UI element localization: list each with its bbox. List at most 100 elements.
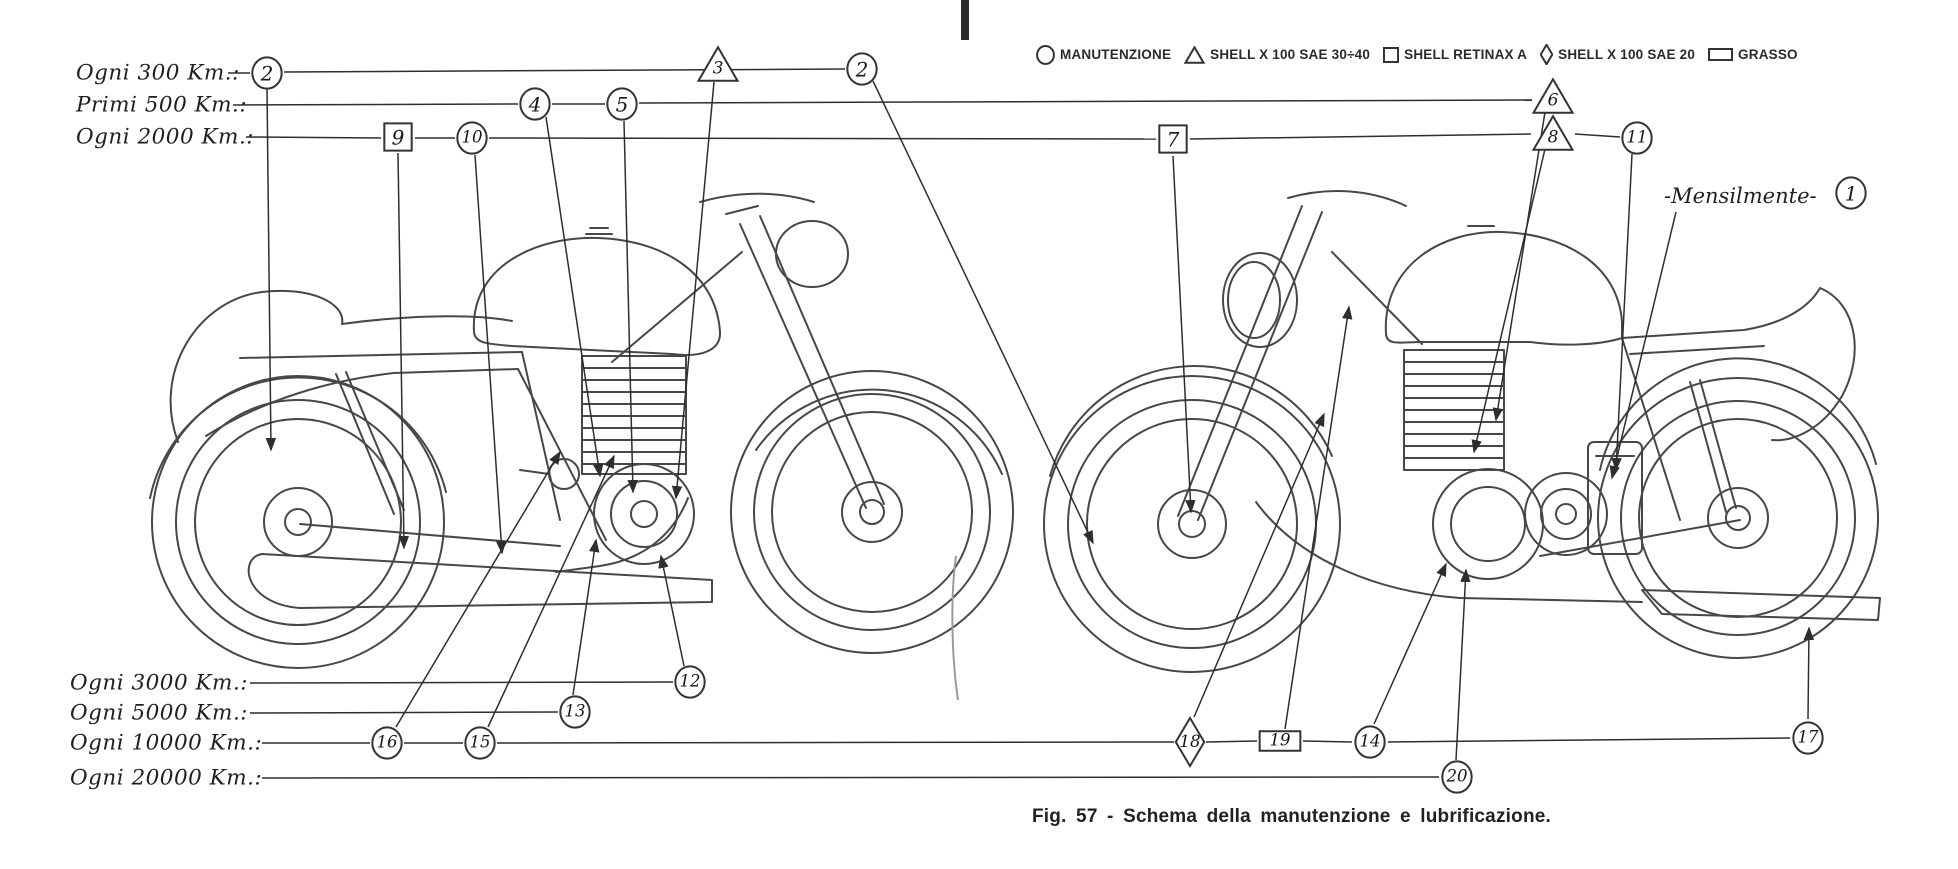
legend-item-1: MANUTENZIONE [1036,45,1171,65]
marker-17: 17 [1792,721,1825,756]
callout-line [572,538,600,696]
marker-12: 12 [674,665,707,700]
callout-line [1803,626,1815,720]
marker-number: 9 [391,125,405,149]
circle-symbol-icon [1835,176,1868,211]
legend-label: MANUTENZIONE [1060,47,1172,62]
callout-line [671,81,715,500]
interval-label-ogni-10000: Ogni 10000 Km.: [70,730,263,756]
circle-symbol-icon [464,726,497,761]
marker-number: 16 [376,732,398,752]
marker-7: 7 [1158,124,1189,155]
right-motorcycle-drawing [1043,190,1881,673]
marker-2a: 2 [251,56,284,91]
diamond-symbol-icon [1174,716,1206,768]
marker-number: 17 [1797,727,1819,747]
engine [1403,349,1608,580]
callout-line [1172,155,1196,514]
marker-15: 15 [464,726,497,761]
callout-line [1189,133,1532,140]
interval-label-ogni-20000: Ogni 20000 Km.: [70,765,263,791]
callout-line [487,454,615,728]
marker-8: 8 [1531,114,1576,153]
monthly-label: -Mensilmente- [1664,184,1817,208]
callout-line [265,88,277,452]
callout-line [1193,412,1325,718]
interval-label-ogni-3000: Ogni 3000 Km.: [70,670,249,696]
exhaust [1255,501,1881,621]
marker-number: 6 [1547,90,1559,111]
fuel-tank [1384,225,1623,346]
callout-line [488,137,1157,140]
left-motorcycle-drawing [149,192,1014,669]
front-forks [1177,190,1407,521]
marker-9: 9 [383,122,414,153]
triangle-symbol-icon [1531,77,1576,116]
legend-item-5: GRASSO [1708,47,1798,62]
callout-line [1574,133,1621,138]
callout-line [872,80,1094,545]
fuel-tank [472,227,722,356]
marker-number: 4 [528,92,542,116]
callout-line [395,450,561,728]
callout-line [623,120,638,494]
diamond-symbol-icon [1540,44,1553,65]
callout-line [1284,305,1353,730]
triangle-symbol-icon [696,45,741,84]
callout-line [1373,562,1447,725]
circle-symbol-icon [1792,721,1825,756]
front-wheel [1043,375,1341,673]
callout-line [1611,153,1633,472]
marker-number: 8 [1547,127,1559,148]
callout-line [1205,740,1258,743]
marker-number: 12 [679,671,701,691]
marker-20: 20 [1441,760,1474,795]
callout-line [1609,211,1677,480]
marker-13: 13 [559,695,592,730]
seat-tail [1621,287,1856,442]
callout-line [249,681,674,684]
marker-number: 10 [461,127,483,147]
marker-10: 10 [456,121,489,156]
interval-label-ogni-300: Ogni 300 Km.: [76,60,240,86]
marker-5: 5 [606,87,639,122]
headlamp [775,220,849,288]
callout-line [283,68,846,73]
callout-line [397,152,410,550]
marker-number: 3 [712,58,724,79]
interval-label-ogni-5000: Ogni 5000 Km.: [70,700,249,726]
legend-item-3: SHELL RETINAX A [1383,47,1527,63]
legend-item-4: SHELL X 100 SAE 20 [1540,44,1695,65]
page-gutter-mark [951,0,969,701]
callout-line [1387,737,1791,743]
marker-number: 14 [1359,731,1381,751]
marker-number: 5 [615,92,629,116]
marker-2b: 2 [846,52,879,87]
frame-and-shock [1331,251,1741,557]
callout-line [474,154,507,555]
engine [519,355,695,565]
rear-wheel [151,375,445,669]
front-fender [1049,365,1333,477]
legend-label: GRASSO [1738,47,1798,62]
legend-item-2: SHELL X 100 SAE 30÷40 [1184,46,1370,64]
circle-symbol-icon [1354,725,1387,760]
square-symbol-icon [1158,124,1189,155]
marker-number: 20 [1446,766,1468,786]
marker-number: 2 [260,61,274,85]
circle-symbol-icon [251,56,284,91]
marker-number: 1 [1844,181,1858,205]
marker-18: 18 [1174,716,1206,768]
marker-number: 7 [1166,127,1180,151]
callout-line [545,116,604,478]
triangle-symbol-icon [1184,46,1205,64]
circle-symbol-icon [1441,760,1474,795]
rect-symbol-icon [1258,730,1303,753]
marker-number: 19 [1269,730,1291,750]
front-forks [699,192,885,509]
callout-line [1302,740,1353,743]
square-symbol-icon [383,122,414,153]
marker-number: 11 [1626,127,1648,147]
